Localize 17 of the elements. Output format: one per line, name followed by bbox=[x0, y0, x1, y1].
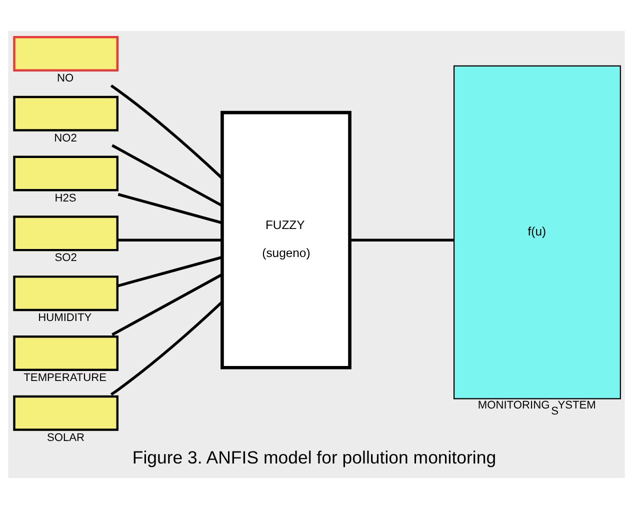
node-label: HUMIDITY bbox=[38, 312, 92, 324]
node-label: H2S bbox=[54, 192, 76, 204]
connector bbox=[350, 238, 454, 242]
node-label: SOLAR bbox=[46, 432, 85, 444]
connector bbox=[110, 300, 224, 396]
connector bbox=[118, 256, 223, 288]
node-label: NO2 bbox=[54, 132, 77, 144]
connector bbox=[112, 273, 223, 336]
node-label: SO2 bbox=[54, 252, 77, 264]
connector bbox=[118, 238, 222, 242]
caption: Figure 3. ANFIS model for pollution monitoring bbox=[132, 447, 496, 468]
node-box: FUZZY (sugeno) bbox=[220, 110, 352, 370]
connector bbox=[112, 144, 223, 207]
node-label: NO bbox=[56, 72, 74, 84]
connector bbox=[110, 84, 224, 180]
node-label: TEMPERATURE bbox=[24, 372, 107, 384]
connector bbox=[118, 193, 223, 224]
